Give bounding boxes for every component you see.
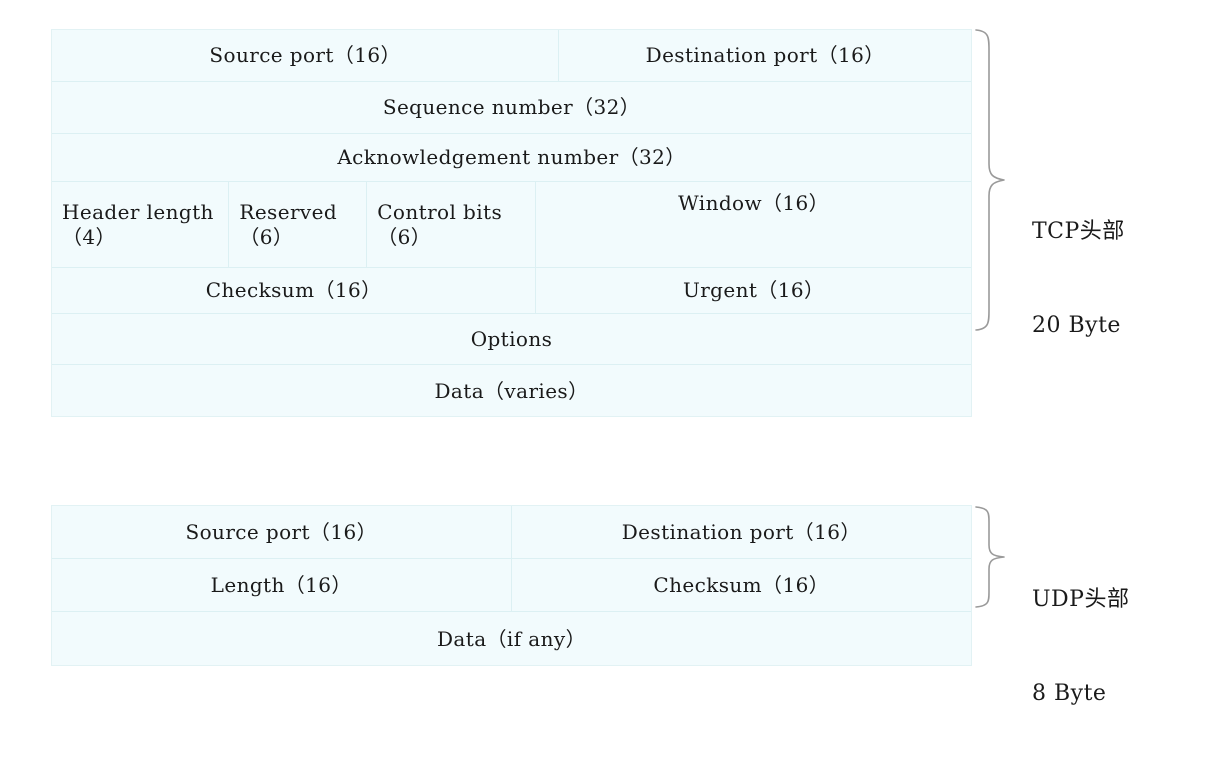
field-cell: Source port（16）: [52, 506, 512, 558]
field-cell: Destination port（16）: [621, 519, 861, 544]
field-cell: Destination port（16）: [645, 43, 885, 67]
udp-brace: [973, 505, 1007, 609]
length-checksum-row: Length（16） Checksum（16）: [52, 559, 971, 612]
udp-side-label: UDP头部 8 Byte: [1032, 522, 1129, 772]
field-cell: Data（if any）: [437, 627, 586, 651]
field-cell: Source port（16）: [52, 30, 560, 81]
field-cell: Acknowledgement number（32）: [337, 145, 686, 169]
ports-row: Source port（16） Destination port（16）: [52, 30, 971, 82]
checksum-urgent-row: Checksum（16） Urgent（16）: [52, 268, 971, 314]
field-cell: Urgent（16）: [682, 278, 825, 302]
field-cell: Options: [470, 326, 553, 351]
udp-header-table: Source port（16） Destination port（16） Lengt…: [51, 505, 972, 666]
field-cell: Reserved（6）: [229, 182, 368, 267]
field-cell: Checksum（16）: [52, 268, 537, 313]
flags-window-row: Header length（4）Reserved（6）Control bits（…: [52, 182, 971, 268]
acknowledgement-number-row: Acknowledgement number（32）: [52, 134, 971, 182]
field-cell: Control bits（6）: [367, 182, 537, 267]
data-row: Data（varies）: [52, 365, 971, 418]
field-cell: Window（16）: [678, 191, 830, 215]
tcp-label-line1: TCP头部: [1032, 219, 1125, 245]
udp-label-line2: 8 Byte: [1032, 681, 1107, 707]
field-cell: Header length（4）: [52, 182, 230, 267]
ports-row: Source port（16） Destination port（16）: [52, 506, 971, 559]
field-cell: Data（varies）: [434, 379, 589, 403]
sequence-number-row: Sequence number（32）: [52, 82, 971, 134]
tcp-brace: [973, 28, 1007, 332]
tcp-side-label: TCP头部 20 Byte: [1032, 154, 1125, 404]
tcp-header-table: Source port（16） Destination port（16） Seque…: [51, 29, 972, 417]
field-cell: Checksum（16）: [653, 572, 830, 597]
udp-label-line1: UDP头部: [1032, 587, 1130, 613]
options-row: Options: [52, 314, 971, 365]
field-cell: Length（16）: [52, 559, 512, 611]
diagram-canvas: Source port（16） Destination port（16） Seque…: [51, 28, 1129, 706]
field-cell: Sequence number（32）: [382, 95, 641, 119]
data-row: Data（if any）: [52, 612, 971, 667]
tcp-label-line2: 20 Byte: [1032, 313, 1121, 339]
